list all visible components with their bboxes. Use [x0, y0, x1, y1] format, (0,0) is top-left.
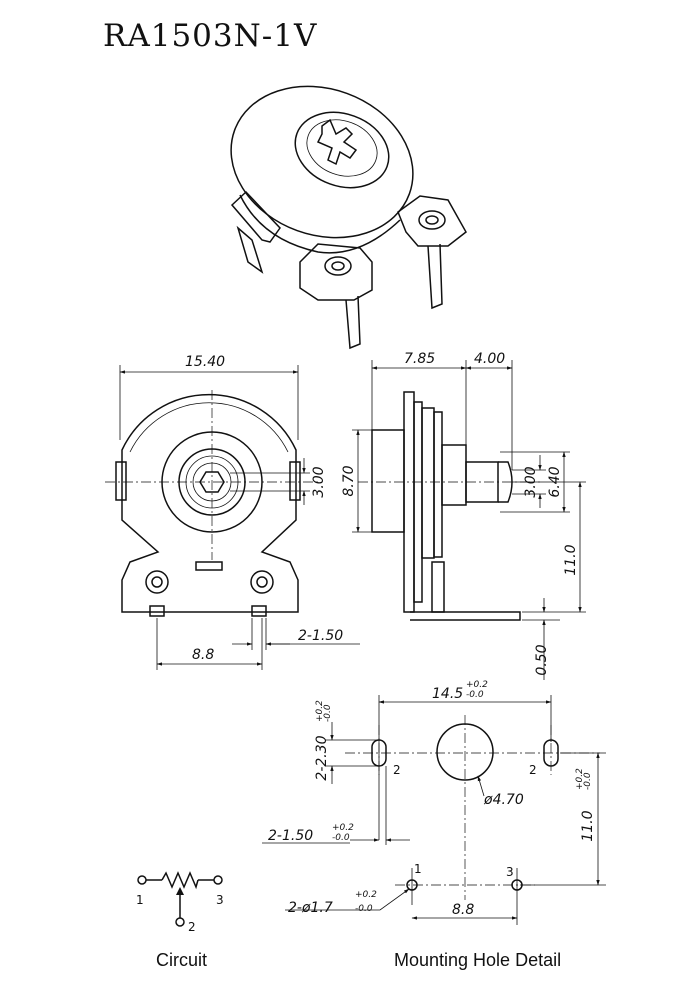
- mount-slot-length-dim: 2-2.30: [314, 735, 330, 780]
- front-width-dim: 15.40: [185, 354, 225, 370]
- side-offset-dim: 0.50: [534, 644, 550, 675]
- mount-pin-label-2-left: 2: [393, 763, 401, 777]
- mount-span-tol-upper: +0.2: [466, 680, 488, 690]
- side-view: 7.85 4.00 8.70 3.00 6.40 11.0: [341, 351, 586, 680]
- side-depth-dim: 7.85: [404, 351, 435, 367]
- mounting-hole-detail: 14.5 +0.2 -0.0 2 2 2-2.30 +0.2 -0.0 ø4.7…: [262, 680, 606, 970]
- mount-pin-pitch-dim: 8.8: [452, 902, 474, 918]
- circuit-terminal-3: 3: [216, 893, 224, 907]
- mount-slot-width-tol-upper: +0.2: [332, 823, 354, 833]
- front-pin-pitch-dim: 8.8: [192, 647, 214, 663]
- mount-slot-length-tol-lower: -0.0: [323, 704, 333, 722]
- isometric-view: [230, 85, 467, 350]
- side-height-dim: 8.70: [341, 465, 357, 496]
- mount-slot-length-tol-upper: +0.2: [315, 700, 325, 722]
- mount-pin-hole-tol-upper: +0.2: [355, 890, 377, 900]
- mount-span-tol-lower: -0.0: [466, 690, 484, 700]
- part-number-title: RA1503N-1V: [103, 18, 318, 54]
- front-view: 15.40 3.00 8.8: [105, 354, 360, 670]
- side-center-height-dim: 11.0: [563, 544, 579, 575]
- mount-pin-label-2-right: 2: [529, 763, 537, 777]
- mount-pin-label-1: 1: [414, 862, 422, 876]
- mount-span-dim: 14.5: [432, 686, 463, 702]
- mount-height-tol-upper: +0.2: [575, 768, 585, 790]
- circuit-terminal-2: 2: [188, 920, 196, 934]
- mount-pin-hole-tol-lower: -0.0: [355, 904, 373, 914]
- mount-pin-hole-dim: 2-ø1.7: [288, 900, 333, 916]
- mount-pin-label-3: 3: [506, 865, 514, 879]
- circuit-terminal-1: 1: [136, 893, 144, 907]
- mount-center-hole-dim: ø4.70: [483, 792, 524, 808]
- front-shaft-dim: 3.00: [311, 466, 327, 497]
- circuit-symbol: 1 2 3 Circuit: [136, 871, 224, 970]
- side-shaft-length-dim: 4.00: [474, 351, 505, 367]
- mounting-label: Mounting Hole Detail: [394, 950, 561, 970]
- mount-height-tol-lower: -0.0: [583, 772, 593, 790]
- mount-height-dim: 11.0: [580, 810, 596, 841]
- mount-slot-width-dim: 2-1.50: [268, 828, 313, 844]
- mount-slot-width-tol-lower: -0.0: [332, 833, 350, 843]
- circuit-label: Circuit: [156, 950, 207, 970]
- front-pin-width-dim: 2-1.50: [298, 628, 343, 644]
